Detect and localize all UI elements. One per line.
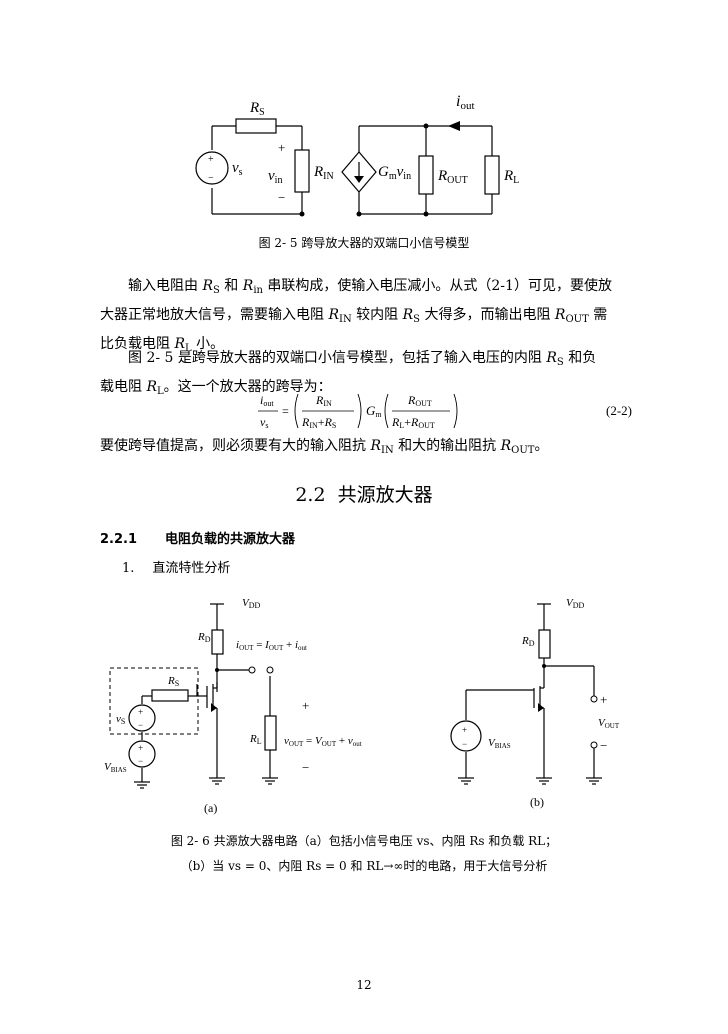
svg-text:VDD: VDD <box>566 597 585 610</box>
svg-text:−: − <box>600 738 607 753</box>
svg-text:RIN+RS: RIN+RS <box>301 415 336 430</box>
figure-2-5-caption: 图 2- 5 跨导放大器的双端口小信号模型 <box>258 236 470 250</box>
svg-text:−: − <box>138 720 143 730</box>
svg-text:VDD: VDD <box>242 597 261 610</box>
svg-text:+: + <box>278 140 285 155</box>
svg-text:−: − <box>138 756 143 766</box>
svg-text:RIN: RIN <box>315 393 332 408</box>
svg-text:iOUT = IOUT + iout: iOUT = IOUT + iout <box>236 639 307 652</box>
svg-text:+: + <box>138 743 143 753</box>
vs-source-a <box>128 704 156 732</box>
page-number: 12 <box>356 978 372 992</box>
svg-text:+: + <box>302 698 309 713</box>
svg-text:VBIAS: VBIAS <box>488 737 511 750</box>
paragraph-2: 图 2- 5 是跨导放大器的双端口小信号模型，包括了输入电压的内阻 RS 和负 … <box>100 350 597 397</box>
rin-resistor <box>294 149 310 193</box>
svg-text:ROUT: ROUT <box>437 168 468 186</box>
svg-text:vs: vs <box>260 415 268 430</box>
svg-text:−: − <box>208 173 214 184</box>
section-heading: 2.2 共源放大器 <box>295 484 433 506</box>
svg-text:iout: iout <box>456 93 475 112</box>
svg-text:Gmvin: Gmvin <box>378 164 411 182</box>
svg-text:−: − <box>462 739 467 749</box>
svg-text:Gm: Gm <box>366 403 382 419</box>
svg-text:vOUT = VOUT + vout: vOUT = VOUT + vout <box>284 735 362 748</box>
svg-text:=: = <box>282 404 289 418</box>
vbias-source-b <box>450 720 482 752</box>
svg-text:+: + <box>600 692 607 707</box>
rl-resistor <box>484 155 500 195</box>
iout-arrow-icon <box>448 121 460 131</box>
svg-text:+: + <box>138 707 143 717</box>
svg-text:RIN: RIN <box>313 164 334 182</box>
svg-text:−: − <box>278 190 285 205</box>
svg-text:vin: vin <box>268 168 282 186</box>
svg-text:+: + <box>208 154 214 165</box>
svg-text:(2-2): (2-2) <box>606 403 632 418</box>
svg-text:VOUT: VOUT <box>598 717 620 730</box>
svg-text:vS: vS <box>116 713 125 726</box>
paragraph-3: 要使跨导值提高，则必须要有大的输入阻抗 RIN 和大的输出阻抗 ROUT。 <box>100 438 549 456</box>
svg-text:+: + <box>462 725 467 735</box>
vs-source <box>195 151 229 185</box>
rd-resistor-b <box>538 629 551 659</box>
rs-resistor-a <box>151 689 189 702</box>
svg-text:ROUT: ROUT <box>407 393 432 408</box>
svg-text:RS: RS <box>249 100 265 118</box>
svg-text:RL+ROUT: RL+ROUT <box>391 415 435 430</box>
svg-text:RL: RL <box>503 168 519 186</box>
svg-text:iout: iout <box>260 393 274 408</box>
svg-text:RD: RD <box>197 631 211 644</box>
svg-text:−: − <box>302 760 309 775</box>
source-dashed-box <box>109 667 199 735</box>
svg-text:vs: vs <box>232 160 243 178</box>
svg-text:RD: RD <box>521 635 535 648</box>
figure-2-6-caption-line1: 图 2- 6 共源放大器电路（a）包括小信号电压 vs、内阻 Rs 和负载 RL… <box>170 834 558 848</box>
svg-text:RS: RS <box>167 675 179 688</box>
item-heading: 1.直流特性分析 <box>122 561 231 576</box>
rs-resistor <box>235 118 277 134</box>
rout-resistor <box>418 155 434 195</box>
figure-2-6-circuits: + − + − + − VDD RD iOUT = IOUT + iout RS vS… <box>104 597 620 815</box>
rl-resistor-a <box>264 715 277 751</box>
rd-resistor <box>211 629 224 655</box>
svg-text:(a): (a) <box>204 801 217 815</box>
svg-text:VBIAS: VBIAS <box>104 761 127 774</box>
paragraph-1: 输入电阻由 RS 和 Rin 串联构成，使输入电压减小。从式（2-1）可见，要使… <box>100 278 612 354</box>
vbias-source-a <box>128 740 156 768</box>
equation-2-2: iout vs = RIN RIN+RS Gm ROUT RL+ROUT (2-… <box>258 393 632 430</box>
svg-text:(b): (b) <box>530 795 544 809</box>
figure-2-6-caption-line2: （b）当 vs = 0、内阻 Rs = 0 和 RL→∞时的电路，用于大信号分析 <box>180 859 548 873</box>
figure-2-5-circuit: + − RS vs + vin − RIN Gmvin ROUT RL iout <box>195 93 519 217</box>
svg-text:RL: RL <box>249 733 262 746</box>
